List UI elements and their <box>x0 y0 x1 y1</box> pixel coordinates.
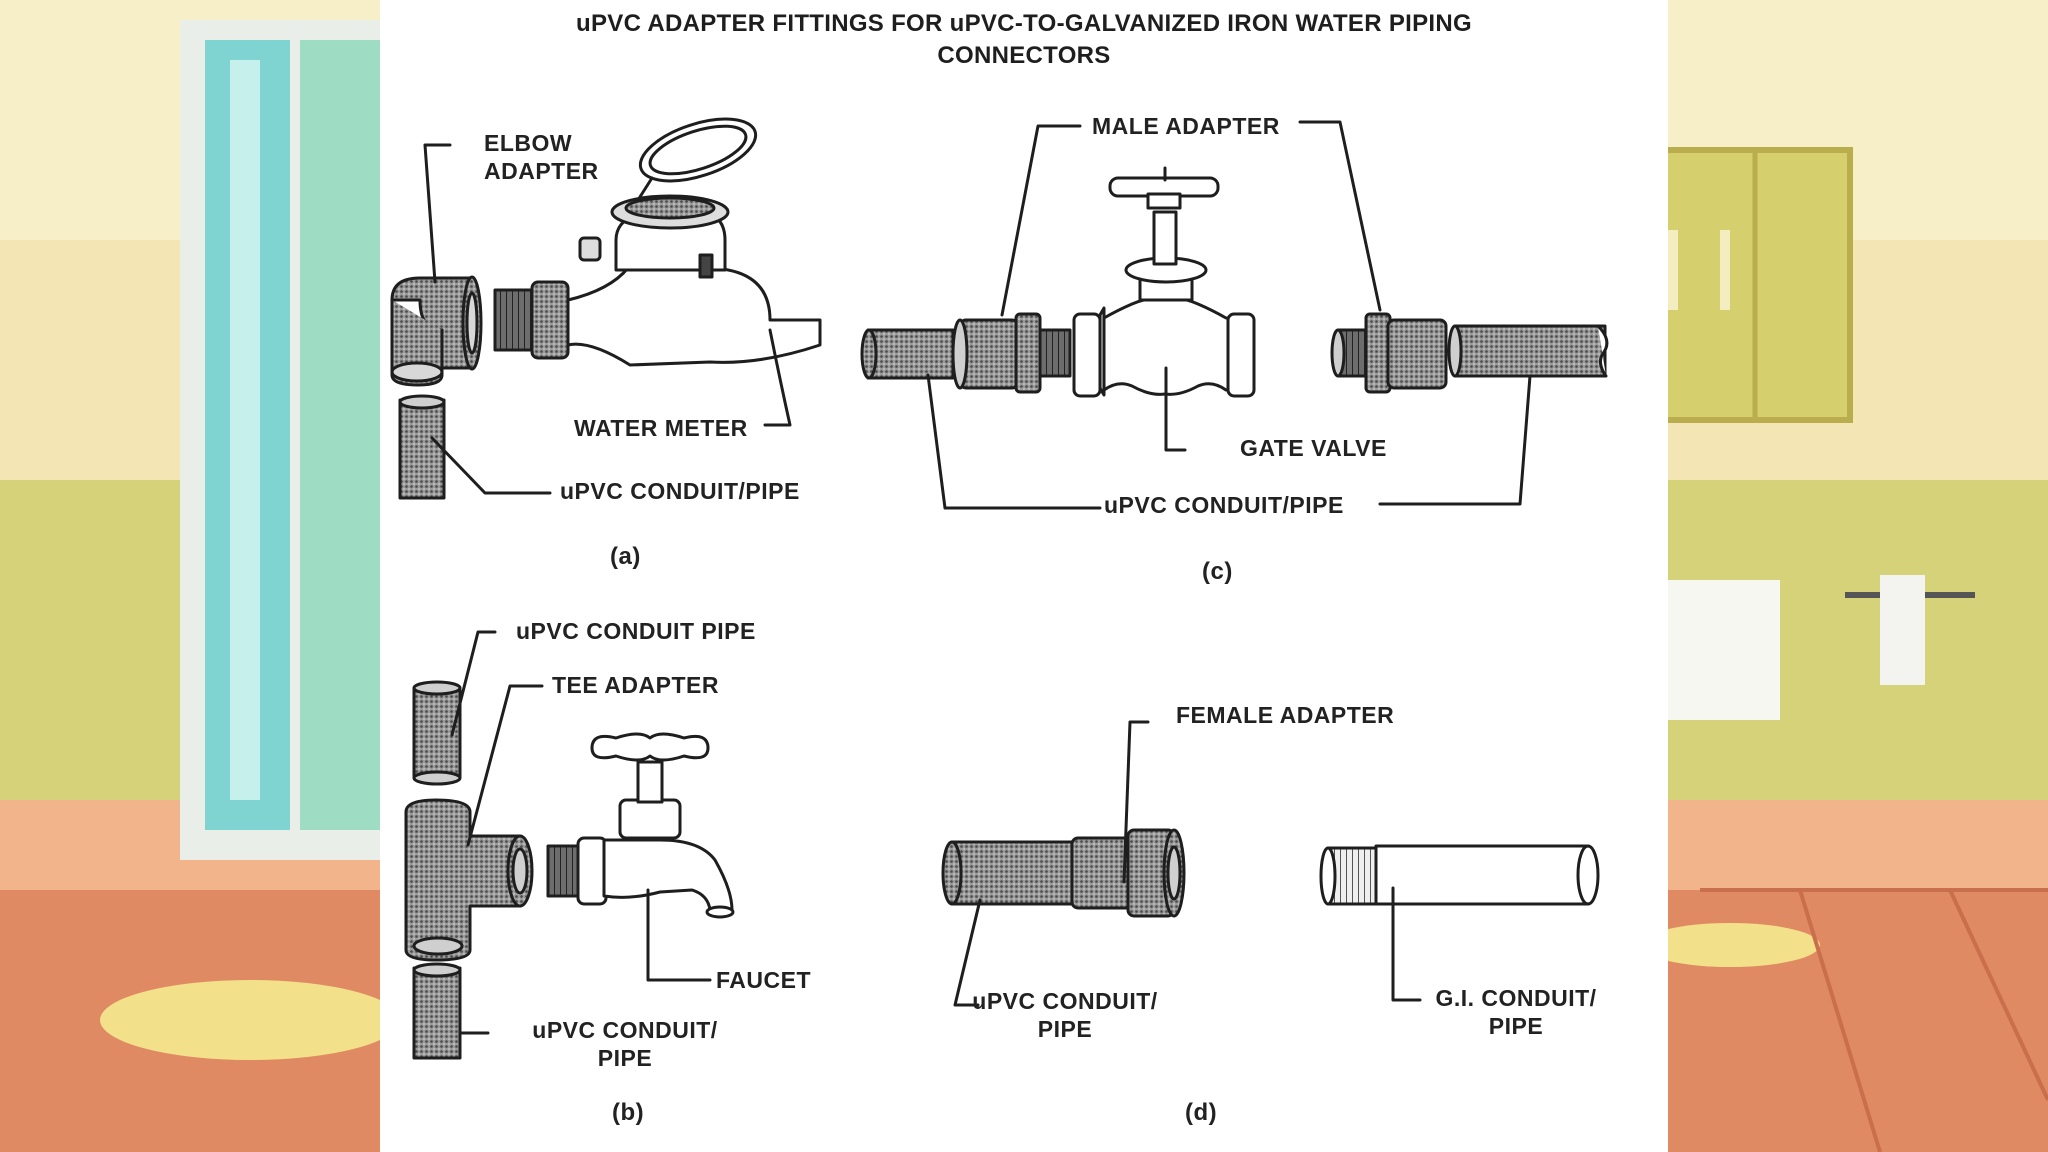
diagram-title-line-1: uPVC ADAPTER FITTINGS FOR uPVC-TO-GALVAN… <box>576 10 1472 37</box>
tee-adapter <box>404 798 534 962</box>
label-upvc-conduit-b-line-1: uPVC CONDUIT/ <box>532 1017 718 1043</box>
upvc-pipe-a <box>398 394 446 500</box>
label-female-adapter: FEMALE ADAPTER <box>1176 702 1395 728</box>
upvc-pipe-b-top <box>412 680 462 786</box>
label-upvc-conduit-d-line-2: PIPE <box>1037 1016 1093 1042</box>
label-upvc-conduit-d-line-1: uPVC CONDUIT/ <box>972 988 1158 1014</box>
diagram-title-line-2: CONNECTORS <box>937 42 1111 69</box>
elbow-adapter <box>390 275 483 387</box>
caption-a: (a) <box>610 543 641 570</box>
female-adapter <box>1070 828 1186 918</box>
leader-male-adapter-right <box>1298 120 1382 312</box>
fittings-diagram <box>390 117 1609 1060</box>
label-upvc-conduit-pipe-b: uPVC CONDUIT PIPE <box>516 618 756 644</box>
leader-upvc-pipe-d <box>953 898 982 1007</box>
label-upvc-conduit-a: uPVC CONDUIT/PIPE <box>560 478 800 504</box>
leader-upvc-pipe-b-top <box>450 630 497 737</box>
leader-male-adapter-left <box>1000 124 1082 317</box>
caption-b: (b) <box>612 1099 645 1126</box>
label-gi-conduit-line-2: PIPE <box>1488 1013 1544 1039</box>
caption-d: (d) <box>1185 1099 1218 1126</box>
leader-gi-pipe <box>1391 886 1422 1002</box>
label-gi-conduit-line-1: G.I. CONDUIT/ <box>1435 985 1597 1011</box>
leader-tee-adapter <box>466 684 544 847</box>
label-water-meter: WATER METER <box>574 415 748 441</box>
upvc-pipe-d <box>941 840 1074 906</box>
upvc-pipe-b-bottom <box>412 962 462 1060</box>
label-elbow-adapter-line-2: ADAPTER <box>484 158 599 184</box>
male-adapter-left <box>951 312 1072 394</box>
diagram-sheet: uPVC ADAPTER FITTINGS FOR uPVC-TO-GALVAN… <box>380 0 1668 1152</box>
gate-valve <box>1072 166 1256 398</box>
label-tee-adapter: TEE ADAPTER <box>552 672 719 698</box>
leader-faucet <box>646 888 712 982</box>
gi-pipe <box>1319 844 1600 906</box>
water-meter <box>566 117 822 367</box>
leader-elbow-adapter <box>423 143 452 284</box>
caption-c: (c) <box>1202 558 1233 585</box>
upvc-pipe-c-right <box>1447 324 1609 378</box>
leader-gate-valve <box>1164 366 1187 452</box>
leader-upvc-pipe-c-right <box>1378 374 1532 506</box>
label-faucet: FAUCET <box>716 967 811 993</box>
label-elbow-adapter-line-1: ELBOW <box>484 130 573 156</box>
faucet <box>546 732 735 919</box>
upvc-pipe-c-left <box>860 328 955 380</box>
label-upvc-conduit-b-line-2: PIPE <box>597 1045 653 1071</box>
label-male-adapter: MALE ADAPTER <box>1092 113 1280 139</box>
leader-water-meter <box>763 328 792 427</box>
leader-upvc-pipe-a <box>430 436 552 495</box>
leader-upvc-pipe-c-left <box>926 373 1102 510</box>
water-meter-threaded-end <box>493 280 570 360</box>
label-upvc-conduit-c: uPVC CONDUIT/PIPE <box>1104 492 1344 518</box>
male-adapter-right <box>1330 312 1448 394</box>
label-gate-valve: GATE VALVE <box>1240 435 1387 461</box>
leader-female-adapter <box>1122 720 1150 884</box>
